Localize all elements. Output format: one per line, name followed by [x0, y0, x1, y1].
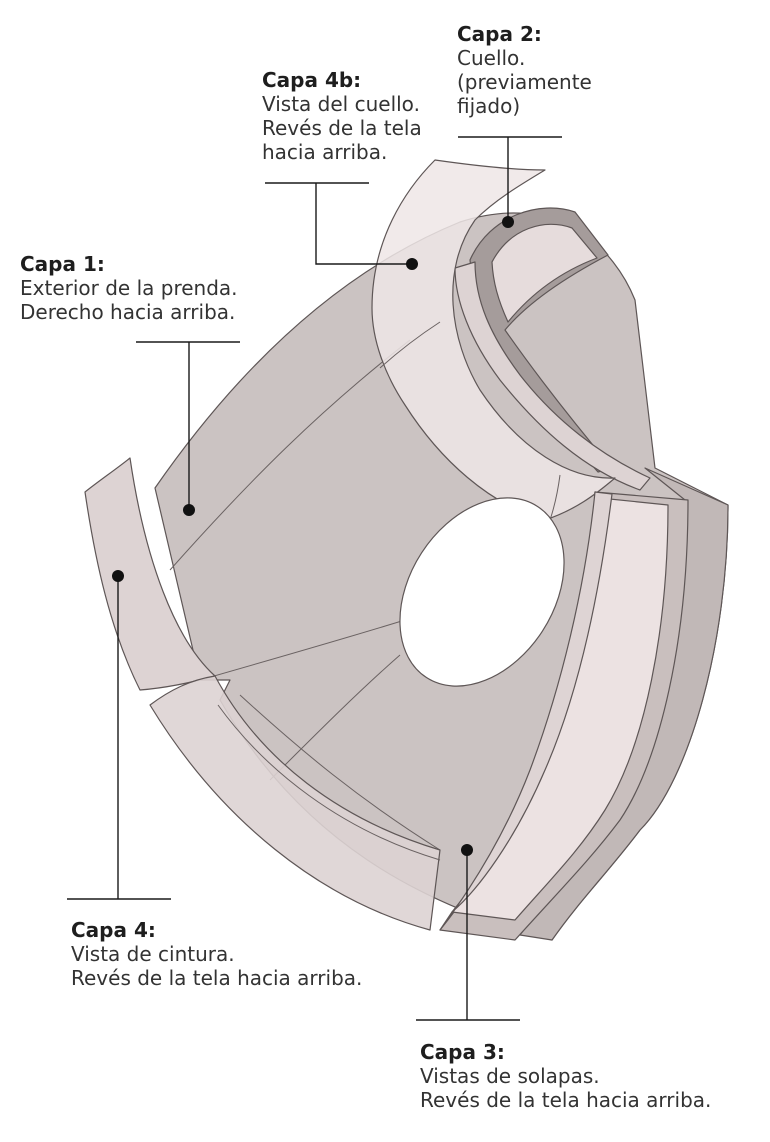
label-capa-1: Capa 1: Exterior de la prenda. Derecho h…	[20, 252, 238, 324]
layer-3-lapel-facings	[439, 491, 689, 941]
label-capa-2: Capa 2: Cuello. (previamente fijado)	[457, 22, 592, 118]
capa4b-dot	[406, 258, 418, 270]
capa4-dot	[112, 570, 124, 582]
label-capa-3-title: Capa 3:	[420, 1040, 505, 1064]
callout-leaders	[67, 136, 562, 1021]
label-capa-1-line-1: Exterior de la prenda.	[20, 276, 238, 300]
label-capa-4b: Capa 4b: Vista del cuello. Revés de la t…	[262, 68, 422, 164]
layer-4b-collar-facing	[371, 159, 616, 521]
label-capa-3: Capa 3: Vistas de solapas. Revés de la t…	[420, 1040, 711, 1112]
label-capa-2-line-1: Cuello.	[457, 46, 526, 70]
label-capa-4b-line-3: hacia arriba.	[262, 140, 388, 164]
capa1-dot	[183, 504, 195, 516]
label-capa-4b-title: Capa 4b:	[262, 68, 362, 92]
label-capa-4-line-2: Revés de la tela hacia arriba.	[71, 966, 363, 990]
label-capa-2-line-2: (previamente	[457, 70, 592, 94]
label-capa-4b-line-2: Revés de la tela	[262, 116, 422, 140]
armhole-opening	[399, 497, 565, 687]
capa2-dot	[502, 216, 514, 228]
label-capa-4: Capa 4: Vista de cintura. Revés de la te…	[71, 918, 362, 990]
label-capa-4-title: Capa 4:	[71, 918, 156, 942]
label-capa-4-line-1: Vista de cintura.	[71, 942, 235, 966]
label-capa-1-title: Capa 1:	[20, 252, 105, 276]
label-capa-1-line-2: Derecho hacia arriba.	[20, 300, 236, 324]
label-capa-2-line-3: fijado)	[457, 94, 521, 118]
label-capa-4b-line-1: Vista del cuello.	[262, 92, 420, 116]
label-capa-3-line-1: Vistas de solapas.	[420, 1064, 600, 1088]
capa4b-leader	[315, 183, 412, 265]
capa3-dot	[461, 844, 473, 856]
label-capa-3-line-2: Revés de la tela hacia arriba.	[420, 1088, 712, 1112]
layer-2-collar	[454, 207, 651, 491]
label-capa-2-title: Capa 2:	[457, 22, 542, 46]
